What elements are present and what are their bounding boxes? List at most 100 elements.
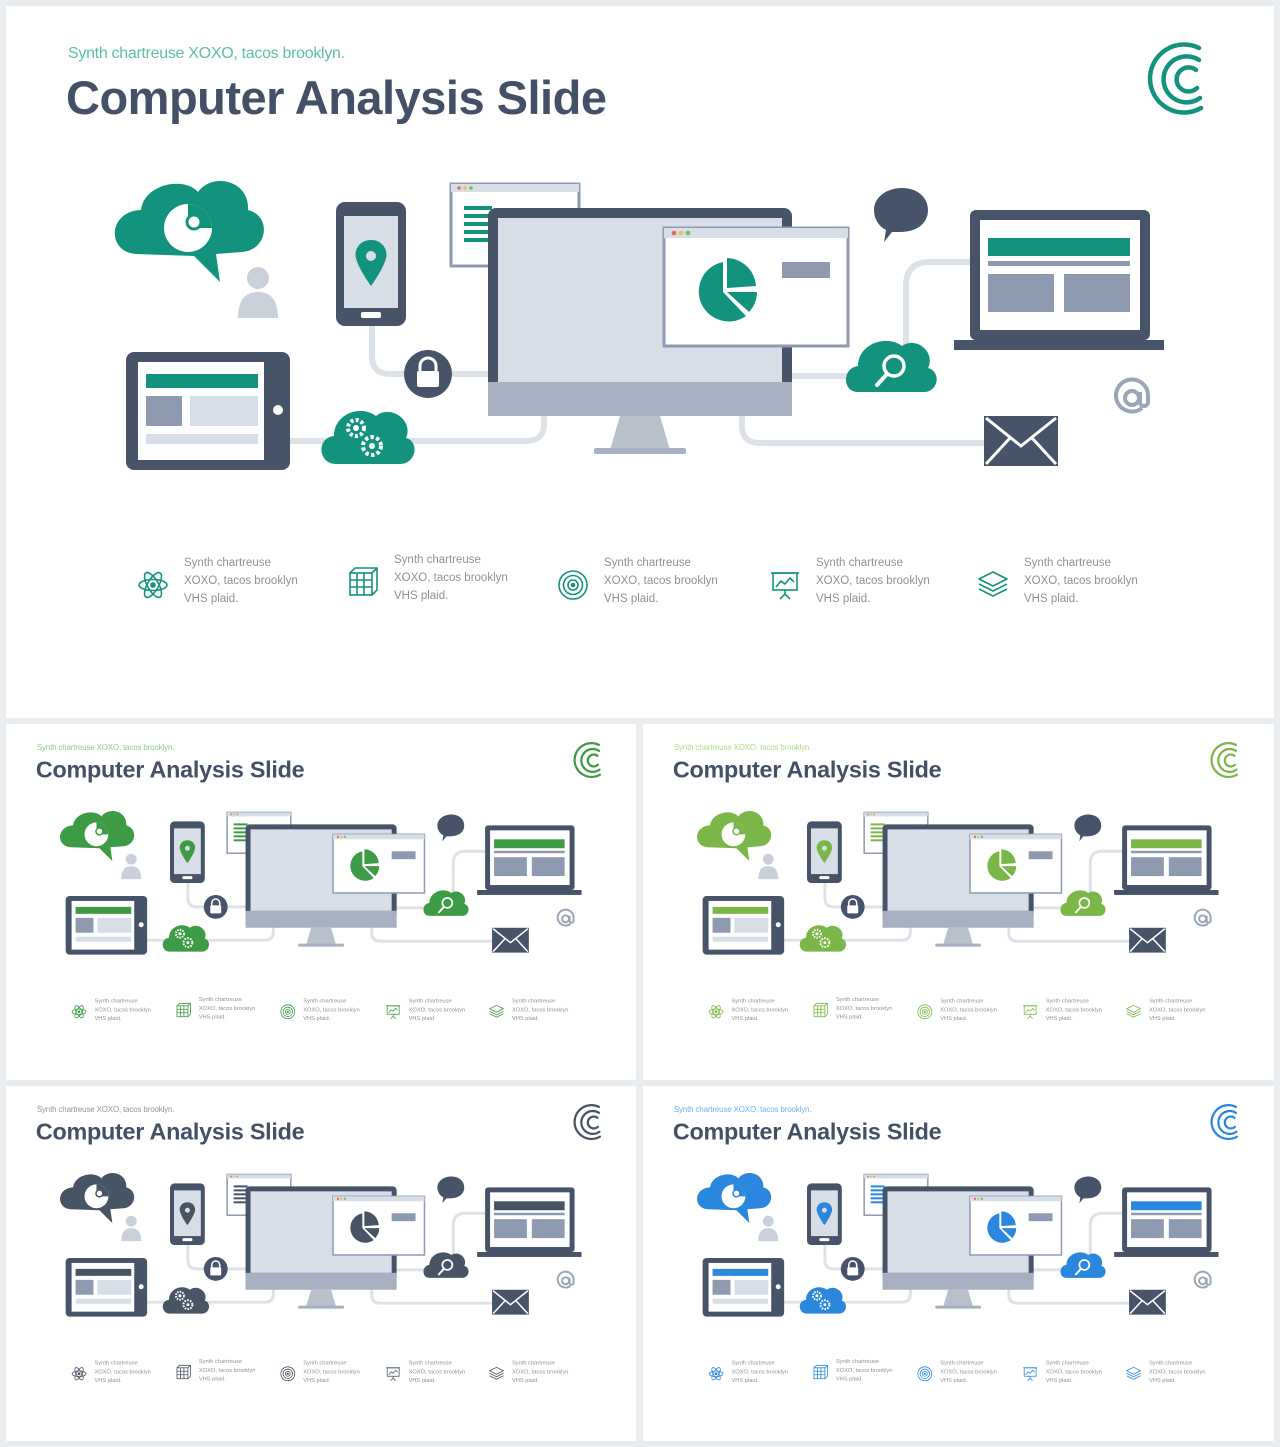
envelope-icon xyxy=(984,416,1058,466)
cloud-pie-icon xyxy=(697,810,772,862)
feature-item: Synth chartreuse XOXO, tacos brooklyn VH… xyxy=(71,996,170,1026)
feature-line: VHS plaid. xyxy=(94,1377,122,1384)
at-sign-icon xyxy=(1193,908,1212,927)
layers-icon xyxy=(489,1004,504,1018)
grid-cube-icon xyxy=(349,567,378,596)
connector-lines xyxy=(287,259,987,446)
cloud-gears-icon xyxy=(799,1287,847,1314)
cloud-gears-icon xyxy=(162,925,210,952)
feature-line: Synth chartreuse xyxy=(1148,1359,1193,1366)
feature-item: Synth chartreuse XOXO, tacos brooklyn VH… xyxy=(488,1358,587,1388)
at-sign-icon xyxy=(556,1270,575,1289)
smartphone-icon xyxy=(170,821,205,884)
laptop-icon xyxy=(954,210,1164,350)
map-pin-icon xyxy=(179,840,196,864)
feature-line: XOXO, tacos brooklyn xyxy=(408,1006,466,1013)
feature-line: Synth chartreuse xyxy=(1045,1359,1089,1366)
layers-icon xyxy=(1126,1004,1141,1018)
feature-item: Synth chartreuse XOXO, tacos brooklyn VH… xyxy=(708,996,807,1026)
slide-subtitle: Synth chartreuse XOXO, tacos brooklyn. xyxy=(36,1105,175,1114)
presentation-board-icon xyxy=(386,1005,401,1020)
lock-icon xyxy=(404,350,452,398)
feature-item: Synth chartreuse XOXO, tacos brooklyn VH… xyxy=(768,554,968,614)
brand-logo-icon xyxy=(1210,742,1239,779)
feature-line: Synth chartreuse xyxy=(94,997,138,1004)
slide-subtitle: Synth chartreuse XOXO, tacos brooklyn. xyxy=(68,45,345,62)
feature-item: Synth chartreuse XOXO, tacos brooklyn VH… xyxy=(346,551,546,611)
slide-thumbnail-gray[interactable]: Synth chartreuse XOXO, tacos brooklyn. C… xyxy=(6,1086,636,1441)
lock-icon xyxy=(203,1256,228,1281)
presentation-board-icon xyxy=(1023,1005,1038,1020)
browser-window-icon xyxy=(969,1195,1063,1256)
brand-logo-icon xyxy=(573,742,602,779)
laptop-icon xyxy=(477,825,582,895)
feature-line: Synth chartreuse xyxy=(940,997,984,1004)
connector-lines xyxy=(782,849,1131,943)
slide-thumbnail-green[interactable]: Synth chartreuse XOXO, tacos brooklyn. C… xyxy=(6,724,636,1080)
feature-line: XOXO, tacos brooklyn xyxy=(731,1368,789,1375)
feature-line: Synth chartreuse xyxy=(835,996,880,1003)
feature-item: Synth chartreuse XOXO, tacos brooklyn VH… xyxy=(279,996,378,1026)
feature-line: VHS plaid. xyxy=(1148,1377,1176,1384)
feature-item: Synth chartreuse XOXO, tacos brooklyn VH… xyxy=(1125,1358,1224,1388)
feature-line: VHS plaid. xyxy=(408,1377,436,1384)
atom-icon xyxy=(71,1005,87,1019)
speech-bubble-icon xyxy=(1074,814,1102,842)
feature-line: XOXO, tacos brooklyn xyxy=(1148,1006,1206,1013)
cloud-search-icon xyxy=(1060,1252,1106,1278)
cloud-gears-icon xyxy=(321,410,415,464)
feature-line: Synth chartreuse xyxy=(184,557,271,569)
feature-line: Synth chartreuse xyxy=(511,1359,556,1366)
feature-line: VHS plaid. xyxy=(184,593,239,605)
feature-line: XOXO, tacos brooklyn xyxy=(940,1368,997,1375)
feature-line: Synth chartreuse xyxy=(198,996,243,1003)
slide-thumbnail-blue[interactable]: Synth chartreuse XOXO, tacos brooklyn. C… xyxy=(643,1086,1274,1441)
feature-line: Synth chartreuse xyxy=(303,1359,347,1366)
person-icon xyxy=(758,1215,779,1242)
feature-line: XOXO, tacos brooklyn xyxy=(731,1006,789,1013)
smartphone-icon xyxy=(336,202,406,326)
feature-line: Synth chartreuse xyxy=(1024,557,1111,569)
feature-item: Synth chartreuse XOXO, tacos brooklyn VH… xyxy=(916,1358,1015,1388)
at-sign-icon xyxy=(1114,377,1151,414)
feature-line: Synth chartreuse xyxy=(731,997,775,1004)
grid-cube-icon xyxy=(176,1364,191,1380)
feature-line: XOXO, tacos brooklyn xyxy=(835,1367,893,1374)
feature-line: XOXO, tacos brooklyn xyxy=(835,1005,893,1012)
layers-icon xyxy=(489,1366,504,1380)
connector-lines xyxy=(782,1211,1131,1305)
person-icon xyxy=(758,853,779,880)
feature-line: VHS plaid. xyxy=(940,1015,968,1022)
person-icon xyxy=(238,267,278,318)
feature-line: VHS plaid. xyxy=(198,1014,226,1021)
feature-line: Synth chartreuse xyxy=(408,997,452,1004)
feature-line: XOXO, tacos brooklyn xyxy=(198,1367,256,1374)
at-sign-icon xyxy=(1193,1270,1212,1289)
feature-item: Synth chartreuse XOXO, tacos brooklyn VH… xyxy=(488,996,587,1026)
presentation-board-icon xyxy=(771,572,799,600)
browser-window-icon xyxy=(662,226,850,348)
atom-icon xyxy=(708,1367,724,1381)
slide-thumbnail-lime[interactable]: Synth chartreuse XOXO, tacos brooklyn. C… xyxy=(643,724,1274,1080)
slide-title: Computer Analysis Slide xyxy=(35,1118,305,1145)
atom-icon xyxy=(708,1005,724,1019)
envelope-icon xyxy=(1129,927,1166,953)
brand-logo-icon xyxy=(1147,42,1204,115)
map-pin-icon xyxy=(816,1202,833,1226)
laptop-icon xyxy=(1114,1187,1219,1257)
presentation-board-icon xyxy=(386,1367,401,1382)
feature-line: Synth chartreuse xyxy=(394,554,481,566)
feature-line: XOXO, tacos brooklyn xyxy=(511,1006,569,1013)
cloud-pie-icon xyxy=(60,1172,135,1224)
feature-line: VHS plaid. xyxy=(835,1014,863,1021)
slide-main[interactable]: Synth chartreuse XOXO, tacos brooklyn. C… xyxy=(6,6,1274,718)
cloud-pie-icon xyxy=(114,180,264,282)
feature-line: VHS plaid. xyxy=(940,1377,968,1384)
cloud-pie-icon xyxy=(697,1172,772,1224)
feature-item: Synth chartreuse XOXO, tacos brooklyn VH… xyxy=(1022,1358,1121,1388)
feature-item: Synth chartreuse XOXO, tacos brooklyn VH… xyxy=(812,1357,911,1387)
feature-list: Synth chartreuse XOXO, tacos brooklyn VH… xyxy=(136,554,1176,614)
cloud-search-icon xyxy=(846,340,937,392)
feature-line: XOXO, tacos brooklyn xyxy=(303,1368,360,1375)
grid-cube-icon xyxy=(813,1002,828,1018)
